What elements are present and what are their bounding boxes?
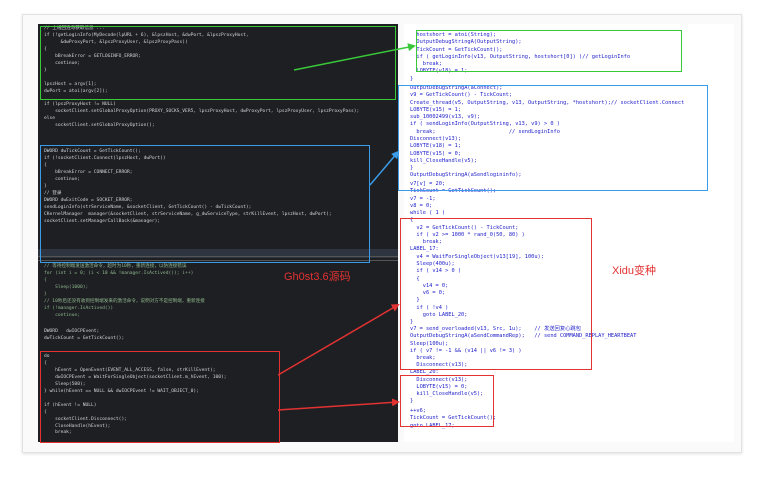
code-block-goto: ++v6; TickCount = GetTickCount(); goto L… bbox=[410, 408, 497, 429]
section-divider bbox=[38, 256, 398, 257]
code-block-activate: // 等待控制端发送激活命令，超时为10秒，重新连接，以防连接错误 for (i… bbox=[44, 264, 205, 318]
line-highlight bbox=[38, 249, 398, 258]
code-block-heartbeat: v7 = send_overloaded(v13, Src, 1u); // 发… bbox=[410, 326, 637, 362]
code-block-loop: while ( 1 ) { v2 = GetTickCount() - Tick… bbox=[410, 210, 544, 326]
code-block-connect: OutputDebugStringA(aConnect); v9 = GetTi… bbox=[410, 85, 685, 179]
label-xidu-variant: Xidu变种 bbox=[612, 265, 657, 277]
arrow-blue bbox=[369, 150, 400, 186]
code-block-iocp: DWORD dwIOCPEvent; dwTickCount = GetTick… bbox=[44, 329, 125, 341]
label-gh0st-source: Gh0st3.6源码 bbox=[284, 271, 351, 283]
code-block-disconnect: Disconnect(v13); LABEL_20: Disconnect(v1… bbox=[410, 362, 484, 405]
code-block-login: // 上线回连与获取信息 ... if (!getLoginInfo(MyDec… bbox=[44, 26, 360, 129]
arrow-red-upper bbox=[277, 303, 400, 376]
code-block-loop: do { hEvent = OpenEvent(EVENT_ALL_ACCESS… bbox=[44, 354, 227, 436]
xidu-decompiled-panel: hostshort = atoi(String); OutputDebugStr… bbox=[404, 24, 734, 442]
section-divider bbox=[38, 260, 398, 261]
gh0st-source-panel: // 上线回连与获取信息 ... if (!getLoginInfo(MyDec… bbox=[38, 24, 398, 442]
code-block-connect: DWORD dwTickCount = GetTickCount(); if (… bbox=[44, 149, 332, 224]
code-block-init: v7[v] = 20; TickCount = GetTickCount(); … bbox=[410, 181, 497, 209]
arrow-red-lower bbox=[277, 398, 400, 411]
arrow-green bbox=[293, 43, 416, 71]
